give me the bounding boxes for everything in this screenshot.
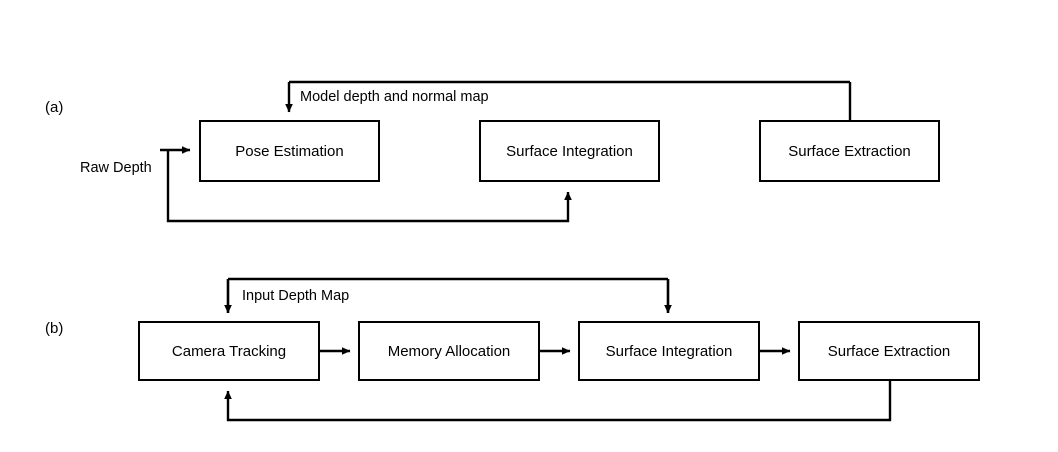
node-memory-allocation[interactable]: Memory Allocation (358, 321, 540, 381)
node-surface-integration-b[interactable]: Surface Integration (578, 321, 760, 381)
edge-surface-extraction-b-feedback-to-camera-tracking (224, 381, 892, 422)
node-surface-extraction-b-label: Surface Extraction (827, 342, 951, 360)
node-surface-extraction-b[interactable]: Surface Extraction (798, 321, 980, 381)
panel-label-a: (a) (45, 99, 64, 116)
node-surface-integration-a-label: Surface Integration (506, 142, 633, 160)
node-surface-extraction-a-label: Surface Extraction (788, 142, 911, 160)
node-surface-integration-b-label: Surface Integration (605, 342, 733, 360)
node-memory-allocation-label: Memory Allocation (387, 342, 511, 360)
edge-label-model-depth-and-normal-map: Model depth and normal map (300, 89, 489, 105)
node-surface-extraction-a[interactable]: Surface Extraction (759, 120, 940, 182)
node-pose-estimation[interactable]: Pose Estimation (199, 120, 380, 182)
node-surface-integration-a[interactable]: Surface Integration (479, 120, 660, 182)
panel-label-b: (b) (45, 320, 64, 337)
node-camera-tracking[interactable]: Camera Tracking (138, 321, 320, 381)
node-pose-estimation-label: Pose Estimation (235, 142, 344, 160)
node-camera-tracking-label: Camera Tracking (171, 342, 287, 360)
edge-label-input-depth-map: Input Depth Map (242, 288, 350, 304)
io-label-raw-depth: Raw Depth (80, 160, 152, 176)
